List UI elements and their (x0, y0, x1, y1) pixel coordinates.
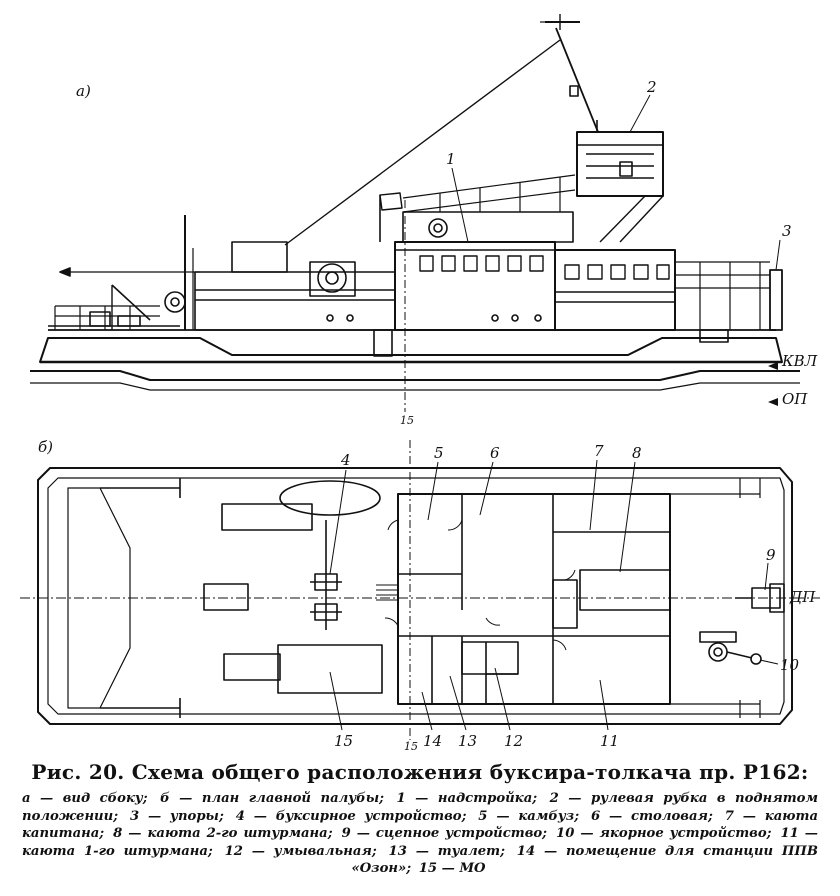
hull-side (39, 337, 783, 363)
dp-marker: ДП (789, 588, 816, 606)
caption-item: а — вид сбоку; (22, 791, 158, 806)
kvl-marker: КВЛ (781, 352, 818, 370)
callout-3: 3 (782, 222, 792, 240)
hull-plan (37, 467, 793, 725)
callout-12: 12 (504, 732, 523, 750)
caption-item: 4 — буксирное устройство; (235, 808, 476, 824)
caption-item: 14 — помещение для станции ППВ «Озон»; (351, 843, 818, 877)
caption-item: 8 — каюта 2-го штурмана; (113, 826, 339, 841)
caption-item: 5 — камбуз; (478, 808, 588, 824)
frame-marker-side: 15 (400, 414, 414, 427)
callout-1: 1 (446, 150, 456, 168)
caption-item: 1 — надстройка; (396, 791, 547, 806)
figure-caption: Рис. 20. Схема общего расположения букси… (0, 760, 840, 878)
aft-railing (675, 261, 770, 330)
callout-11: 11 (600, 732, 619, 750)
superstructure-1 (394, 241, 556, 331)
towing-house (194, 271, 396, 331)
caption-item: 7 — каюта капитана; (22, 808, 818, 842)
caption-item: 15 — МО (418, 861, 486, 876)
side-view (30, 14, 800, 412)
caption-legend: а — вид сбоку; б — план главной палубы; … (0, 790, 840, 878)
tow-cable (284, 39, 561, 246)
callout-8: 8 (632, 444, 642, 462)
leader-lines (329, 94, 781, 731)
callout-15: 15 (334, 732, 353, 750)
side-view-label: а) (76, 82, 91, 100)
caption-title: Рис. 20. Схема общего расположения букси… (31, 760, 809, 784)
towing-device (310, 520, 342, 630)
callout-2: 2 (646, 78, 657, 96)
windows-row-1 (419, 255, 544, 272)
radar-mast (555, 27, 599, 133)
coupling-device (735, 583, 785, 613)
callout-7: 7 (594, 442, 604, 460)
callout-10: 10 (780, 656, 800, 674)
callout-6: 6 (490, 444, 500, 462)
caption-item: 10 — якорное устройство; (556, 826, 778, 841)
caption-item: 13 — туалет; (388, 843, 514, 859)
waterline-band (30, 370, 800, 381)
fore-railing (54, 305, 160, 330)
plan-view-label: б) (38, 438, 53, 456)
deck-hatch (279, 480, 381, 516)
callout-13: 13 (458, 732, 477, 750)
pusher-knee (769, 269, 783, 331)
callout-5: 5 (434, 444, 444, 462)
caption-item: 2 — рулевая рубка в поднятом положении; (22, 791, 819, 824)
caption-item: 12 — умывальная; (224, 843, 386, 859)
caption-item: 3 — упоры; (129, 808, 233, 824)
callout-9: 9 (766, 546, 776, 564)
caption-item: 9 — сцепное устройство; (341, 826, 554, 841)
caption-item: б — план главной палубы; (160, 791, 394, 806)
engine-room (277, 644, 383, 694)
op-marker: ОП (782, 390, 808, 408)
caption-item: 6 — столовая; (590, 808, 722, 824)
superstructure-aft (554, 249, 676, 331)
frame-marker-plan: 15 (404, 740, 418, 753)
cabins-block (397, 493, 671, 705)
callout-4: 4 (340, 451, 351, 469)
wheelhouse-raised (576, 131, 664, 197)
caption-item: 11 — каюта 1-го штурмана; (22, 826, 818, 859)
vessel-drawing: а) б) 1 2 3 4 5 6 7 8 9 10 11 12 13 14 1… (20, 14, 820, 753)
callout-14: 14 (423, 732, 442, 750)
plan-view (20, 440, 820, 740)
anchor-device (699, 631, 762, 665)
